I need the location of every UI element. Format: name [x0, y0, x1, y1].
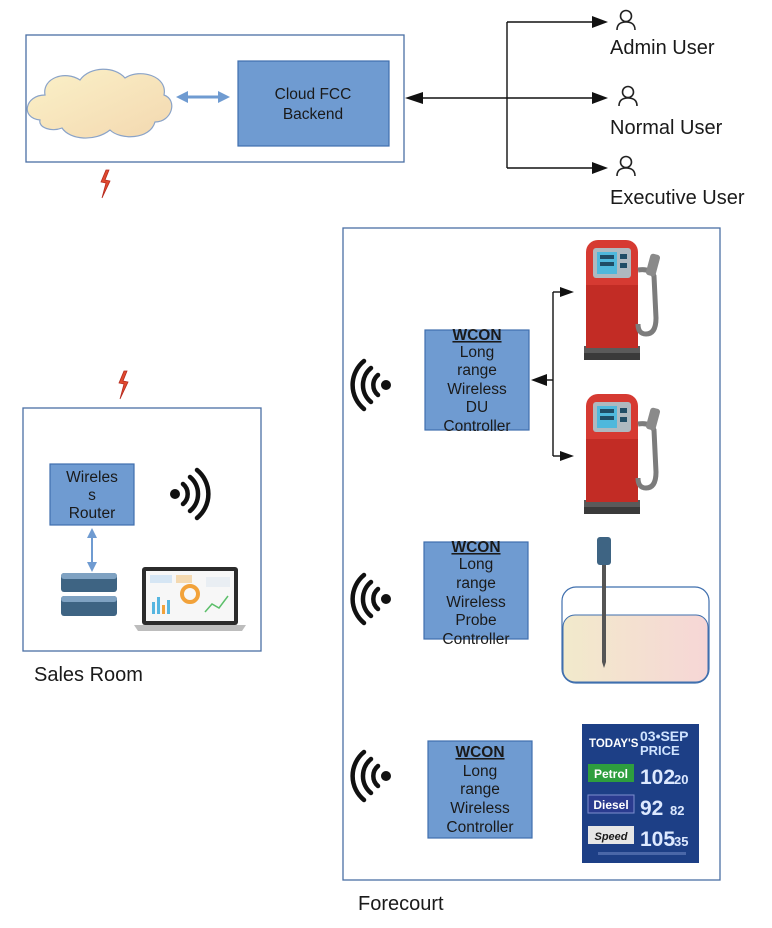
wcon-du-line-5: Controller [443, 418, 510, 435]
price-row-diesel-badge [587, 794, 635, 814]
arrow-head-admin [592, 16, 608, 28]
cloud-link-arrow [176, 91, 230, 103]
backend-arrow-head [405, 92, 423, 104]
wcon-controller-box [427, 740, 533, 839]
wireless-router-box [49, 463, 135, 526]
wcon-probe-line-1: Long [459, 556, 493, 573]
price-row-petrol-name: Petrol [594, 767, 628, 781]
price-row-petrol-main: 102 [640, 766, 675, 789]
cloud-fcc-backend-box [237, 60, 390, 147]
wcon-probe-line-3: Wireless [446, 594, 506, 611]
wcon-du-line-3: Wireless [447, 381, 507, 398]
price-board-date: 03•SEP [640, 728, 689, 744]
wcon-probe-controller-box [423, 541, 529, 640]
wcon-line-3: Wireless [450, 800, 510, 817]
arrow-head-executive [592, 162, 608, 174]
sales-room-title: Sales Room [34, 664, 143, 686]
du-pump-connectors [545, 291, 566, 457]
cloud-fcc-line-1: Cloud FCC [275, 86, 352, 103]
user-icon [618, 85, 638, 107]
wcon-probe-line-4: Probe [455, 612, 496, 629]
wcon-du-line-4: DU [466, 399, 488, 416]
price-board-icon: TODAY'S 03•SEP PRICE Petrol 102 20 Diese… [582, 724, 699, 863]
price-row-speed-badge [588, 826, 634, 844]
wifi-icon [353, 575, 391, 623]
lightning-icon [100, 169, 111, 199]
lightning-icon [118, 370, 129, 400]
wcon-du-controller-box [424, 329, 530, 431]
forecourt-frame [342, 227, 721, 881]
pump-arrow-head [560, 451, 574, 461]
wcon-du-heading: WCON [452, 327, 501, 344]
tank-probe-icon [561, 537, 710, 684]
du-arrow-head [531, 374, 547, 386]
price-row-diesel-name: Diesel [593, 798, 628, 812]
price-row-speed-name: Speed [594, 831, 627, 843]
cloud-frame [25, 34, 405, 163]
wifi-icon [353, 752, 391, 800]
user-label-admin: Admin User [610, 37, 715, 59]
price-row-diesel-main: 92 [640, 797, 663, 820]
wcon-probe-line-5: Controller [442, 631, 509, 648]
wcon-du-line-1: Long [460, 344, 494, 361]
wcon-line-2: range [460, 781, 500, 798]
router-line-1: Wireles [66, 469, 118, 486]
laptop-dashboard-icon [134, 567, 246, 631]
wifi-icon [170, 470, 208, 518]
cloud-icon [26, 68, 173, 139]
wcon-du-line-2: range [457, 362, 497, 379]
price-board-header: TODAY'S [589, 738, 639, 750]
fuel-pump-icon [584, 394, 661, 514]
wcon-heading: WCON [455, 744, 504, 761]
user-label-executive: Executive User [610, 187, 745, 209]
price-row-petrol-cents: 20 [674, 772, 688, 787]
user-connectors [413, 21, 600, 169]
router-db-arrow [87, 528, 97, 572]
router-line-3: Router [69, 505, 116, 522]
pump-arrow-head [560, 287, 574, 297]
wcon-probe-heading: WCON [451, 539, 500, 556]
forecourt-title: Forecourt [358, 893, 444, 915]
price-row-speed-main: 105 [640, 828, 675, 851]
cloud-fcc-line-2: Backend [283, 106, 343, 123]
user-icon [616, 9, 636, 31]
database-icon [61, 573, 117, 616]
price-row-petrol-badge [588, 764, 634, 782]
wcon-line-1: Long [463, 763, 497, 780]
sales-room-frame [22, 407, 262, 652]
user-icon [616, 155, 636, 177]
wcon-probe-line-2: range [456, 575, 496, 592]
wifi-icon [353, 361, 391, 409]
price-row-diesel-cents: 82 [670, 803, 684, 818]
price-row-speed-cents: 35 [674, 834, 688, 849]
wcon-line-4: Controller [446, 819, 513, 836]
fuel-pump-icon [584, 240, 661, 360]
router-line-2: s [88, 487, 96, 504]
user-label-normal: Normal User [610, 117, 723, 139]
arrow-head-normal [592, 92, 608, 104]
price-board-price-label: PRICE [640, 743, 680, 758]
